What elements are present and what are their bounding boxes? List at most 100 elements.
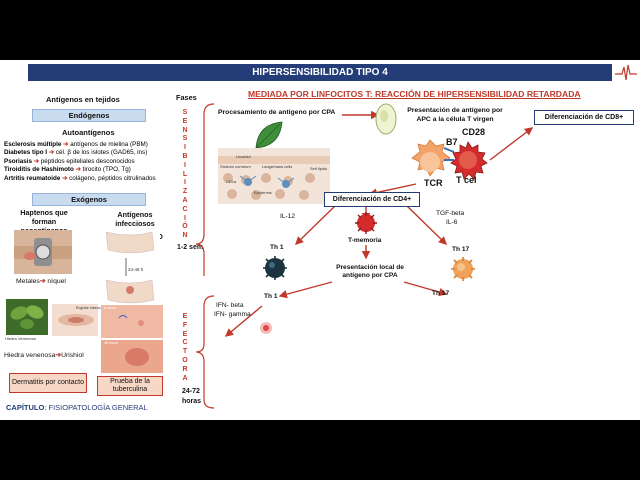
b7-label: B7 (446, 137, 458, 147)
exogenos-label: Exógenos (71, 195, 107, 204)
metales-detail: níquel (47, 278, 66, 285)
skin-urushiol: Urushiol (236, 154, 251, 159)
il12-label: IL-12 (280, 213, 296, 220)
arrow-right-icon: ➔ (39, 278, 46, 285)
procesamiento-label: Procesamiento de antígeno por CPA (218, 109, 336, 116)
phase-letter: E (182, 330, 188, 338)
efect-time: 24-72 horas (182, 388, 202, 405)
infecciosos-label: Antígenos infecciosos (115, 210, 155, 228)
arm-time-label: 24-48 h (128, 267, 144, 272)
phase-letter: A (182, 197, 188, 204)
subtitle: MEDIADA POR LINFOCITOS T: REACCIÓN DE HI… (248, 89, 581, 99)
disease-name: Tiroiditis de Hashimoto (4, 166, 74, 174)
arm-photo-icon (100, 228, 160, 306)
leaf-icon (255, 121, 283, 149)
ifn-beta-label: IFN- beta (216, 302, 244, 309)
disease-detail: colágeno, péptidos citrulinados (69, 174, 156, 182)
arrow-right-icon: ➔ (33, 157, 40, 165)
cd28-label: CD28 (462, 127, 486, 137)
phase-letter: C (182, 205, 188, 213)
apc-tcell-icon (411, 139, 488, 180)
phase-letter: I (184, 144, 186, 152)
phase-letter: N (182, 126, 188, 134)
disease-detail: tirocito (TPO, Tg) (82, 166, 131, 174)
dif-cd8-box: Diferenciación de CD8+ (534, 110, 634, 125)
phases-heading: Fases (176, 93, 197, 102)
phase-letter: S (182, 135, 188, 143)
tcel-label: T cel (456, 175, 477, 185)
arrow-right-icon: ➔ (62, 174, 68, 182)
disease-item: Esclerosis múltiple ➔ antígenos de mieli… (4, 141, 189, 149)
phase-letter: F (182, 321, 188, 329)
prueba-label: Prueba de la tuberculina (110, 378, 150, 393)
disease-detail: cél. β de los islotes (GAD65, ins) (55, 149, 148, 157)
phase-letter: E (182, 313, 188, 320)
footer-label: CAPÍTULO (6, 403, 45, 412)
metales-line: Metales➔ níquel (16, 277, 66, 285)
tmemoria-label: T-memoria (348, 237, 382, 244)
page-title: HIPERSENSIBILIDAD TIPO 4 (252, 67, 388, 78)
phase-brackets (195, 103, 215, 409)
phase-letter: Ó (182, 223, 188, 231)
dif-cd4-box: Diferenciación de CD4+ (324, 192, 420, 207)
hiedra-detail: Urishiol (61, 352, 84, 359)
hiedra-label: Hiedra venenosa (4, 352, 56, 359)
phase-letter: E (182, 117, 188, 125)
disease-list: Esclerosis múltiple ➔ antígenos de mieli… (4, 141, 189, 183)
antigens-heading: Antígenos en tejidos (46, 95, 120, 104)
metales-label: Metales (16, 278, 40, 285)
skin-stratum: Stratum corneum (220, 164, 251, 169)
disease-name: Psoriasis (4, 157, 33, 165)
disease-item: Diabetes tipo I ➔ cél. β de los islotes … (4, 149, 189, 157)
phase-letter: L (182, 170, 188, 178)
dermatitis-label: Dermatitis por contacto (12, 379, 84, 387)
th1-bottom-label: Th 1 (264, 293, 278, 300)
inflammation-spot-icon (260, 322, 272, 334)
arrow-right-icon: ➔ (48, 149, 55, 157)
arm-rash-photo-icon (52, 304, 98, 336)
disease-name: Diabetes tipo I (4, 149, 48, 157)
sens-time: 1-2 sem (177, 244, 204, 251)
skin-diagram-icon (218, 148, 330, 204)
title-banner: HIPERSENSIBILIDAD TIPO 4 (28, 64, 612, 81)
apc-cell-icon (411, 139, 451, 177)
flow-arrows (224, 110, 534, 337)
skin-test-photo-icon (101, 305, 163, 373)
disease-name: Artritis reumatoide (4, 174, 61, 182)
th1-top-label: Th 1 (270, 244, 284, 251)
dif-cd4-label: Diferenciación de CD4+ (332, 196, 412, 203)
phase-letter: B (182, 153, 188, 160)
phase-letter: A (182, 374, 188, 382)
watch-photo-icon (14, 230, 72, 274)
phase-letter: C (182, 339, 188, 347)
phase-letter: N (182, 232, 188, 240)
th1-cell-icon (263, 256, 287, 280)
phase-letter: S (182, 109, 188, 116)
arrow-right-icon: ➔ (55, 352, 62, 359)
il6-label: IL-6 (446, 219, 458, 226)
skin-cd1a: CD1a (226, 179, 237, 184)
hiedra-line: Hiedra venenosa➔Urishiol (4, 351, 84, 359)
footer: CAPÍTULO: FISIOPATOLOGÍA GENERAL (6, 403, 148, 412)
h48-label: 48 hours (104, 341, 118, 345)
presentacion-label: Presentación de antígeno por APC a la cé… (407, 107, 503, 123)
phase-letter: I (184, 214, 186, 222)
tgf-label: TGF-beta (436, 210, 465, 217)
dermatitis-box: Dermatitis por contacto (9, 373, 87, 393)
phase-letter: I (184, 161, 186, 169)
slide: HIPERSENSIBILIDAD TIPO 4 MEDIADA POR LIN… (0, 60, 640, 420)
disease-item: Tiroiditis de Hashimoto ➔ tirocito (TPO,… (4, 166, 189, 174)
phase-letter: Z (182, 188, 188, 196)
exogenos-header: Exógenos (32, 193, 146, 206)
endogenos-header: Endógenos (32, 109, 146, 122)
disease-item: Psoriasis ➔ péptidos epiteliales descono… (4, 158, 189, 166)
tcr-label: TCR (424, 178, 443, 188)
phase-letter: I (184, 179, 186, 187)
phase-letter: T (182, 348, 188, 356)
arrow-right-icon: ➔ (75, 166, 81, 174)
ifn-gamma-label: IFN- gamma (214, 311, 251, 318)
skin-lipids: Self lipids (310, 166, 328, 171)
footer-value: : FISIOPATOLOGÍA GENERAL (44, 403, 148, 412)
presentacion-local-label: Presentación local de antígeno por CPA (336, 264, 404, 280)
disease-item: Artritis reumatoide ➔ colágeno, péptidos… (4, 175, 189, 183)
